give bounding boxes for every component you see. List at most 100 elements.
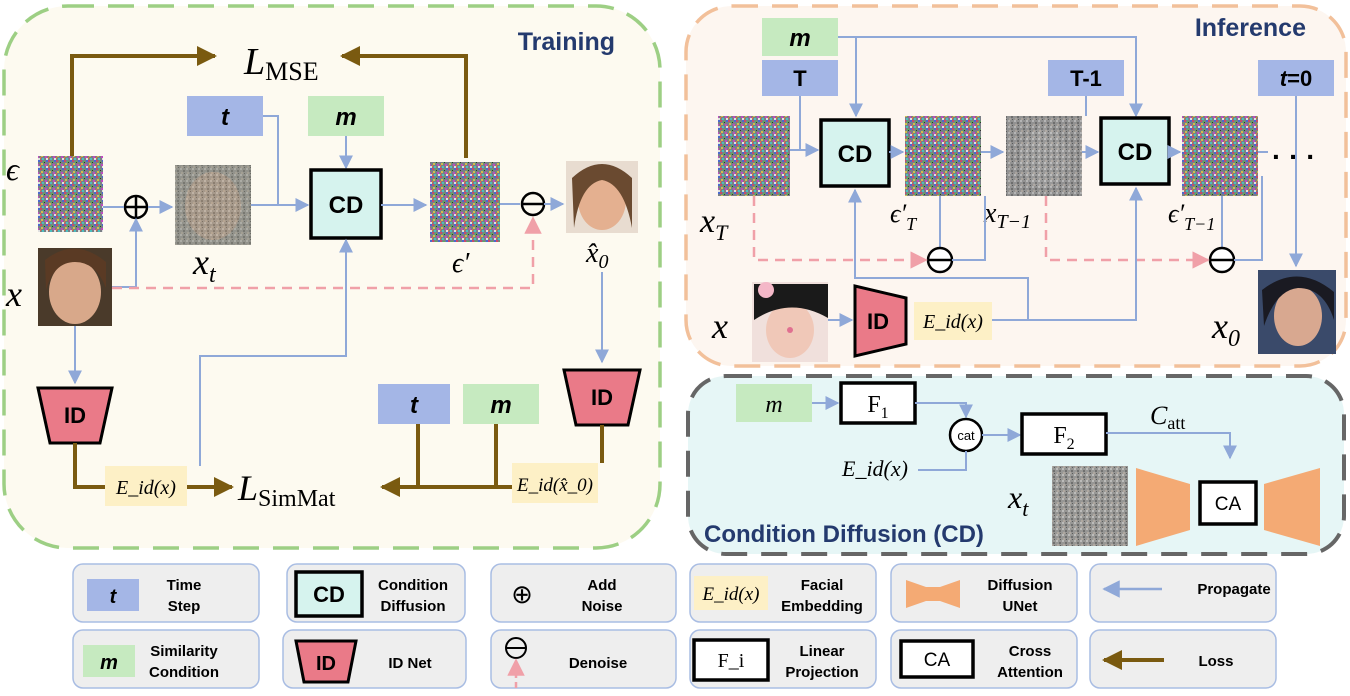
svg-text:F1: F1 (867, 392, 888, 422)
svg-text:E_id(x): E_id(x) (922, 311, 983, 333)
m-box-inference (762, 18, 838, 56)
t0-label: t=0 (1280, 66, 1312, 91)
svg-text:CD: CD (329, 192, 364, 219)
eid-x-box-training (105, 466, 187, 506)
svg-text:T: T (793, 66, 807, 91)
noise-image-epsT (905, 116, 981, 196)
noisy-face-xt (175, 165, 251, 245)
face-image-x0 (1258, 270, 1336, 354)
svg-text:F_i: F_i (718, 650, 745, 672)
svg-text:ID: ID (316, 653, 336, 675)
svg-text:Denoise: Denoise (569, 655, 627, 672)
inference-panel: Inference m T xT CD ϵ′T xT−1 T-1 CD ϵ′T (684, 4, 1348, 368)
svg-text:UNet: UNet (1002, 598, 1037, 615)
t-box (187, 96, 263, 136)
x0-hat-label: x̂0 (585, 238, 608, 273)
svg-text:F2: F2 (1053, 423, 1074, 453)
svg-text:t: t (410, 392, 419, 419)
svg-text:Condition: Condition (378, 577, 448, 594)
face-image-x-inference (752, 282, 828, 362)
svg-text:T-1: T-1 (1070, 66, 1102, 91)
svg-text:Step: Step (168, 598, 201, 615)
m-box-2 (463, 384, 539, 424)
svg-text:Attention: Attention (997, 664, 1063, 681)
svg-text:Diffusion: Diffusion (988, 577, 1053, 594)
epsT1-label: ϵ′T−1 (1168, 199, 1215, 234)
xT-label: xT (699, 203, 729, 245)
legend-linear-projection: F_i Linear Projection (689, 629, 877, 689)
svg-text:cat: cat (957, 428, 975, 443)
svg-text:m: m (335, 104, 356, 131)
svg-text:t: t (110, 586, 118, 608)
eps-prime-label: ϵ′ (452, 248, 470, 279)
x0-label: x0 (1211, 306, 1240, 352)
legend-loss: Loss (1089, 629, 1277, 689)
training-panel: Training LMSE ϵ x xt t (2, 4, 662, 550)
cd-module-title: Condition Diffusion (CD) (704, 521, 984, 548)
svg-text:m: m (490, 392, 511, 419)
ca-box (1198, 480, 1258, 526)
svg-text:Facial: Facial (801, 577, 844, 594)
legend-add-noise: ⊕ Add Noise (490, 563, 677, 623)
f1-box (839, 381, 917, 425)
legend-propagate: Propagate (1089, 563, 1277, 623)
svg-text:Diffusion: Diffusion (381, 598, 446, 615)
xt-label: xt (192, 242, 217, 288)
loss-mse: LMSE (243, 41, 319, 86)
T-box (762, 60, 838, 96)
ellipsis: · · · (1272, 141, 1316, 172)
id-net-inference (853, 284, 908, 358)
svg-text:Projection: Projection (785, 664, 858, 681)
cd-box-inference-1 (819, 118, 891, 188)
svg-text:Propagate: Propagate (1197, 581, 1270, 598)
svg-text:ID: ID (867, 309, 889, 334)
legend-id-net: ID ID Net (282, 629, 467, 689)
diffusion-unet: CA (1136, 468, 1320, 546)
noisy-face-xT1 (1006, 116, 1082, 196)
T1-box (1048, 60, 1124, 96)
eid-x-cd: E_id(x) (841, 456, 908, 481)
svg-text:Similarity: Similarity (150, 643, 218, 660)
legend-facial-embedding: E_id(x) Facial Embedding (689, 563, 877, 623)
svg-text:Cross: Cross (1009, 643, 1052, 660)
svg-text:⊕: ⊕ (511, 579, 533, 609)
svg-text:CA: CA (1215, 494, 1242, 515)
cd-module-panel: m F1 cat E_id(x) F2 Catt xt CA Condition… (686, 374, 1346, 556)
x-label: x (5, 274, 22, 314)
svg-text:t: t (221, 104, 230, 131)
svg-text:m: m (100, 652, 118, 674)
legend: t Time Step CD Condition Diffusion ⊕ Add… (72, 563, 1277, 689)
svg-text:m: m (765, 392, 782, 418)
svg-text:CD: CD (838, 141, 873, 168)
epsT-label: ϵ′T (890, 199, 918, 234)
eid-x-box-inference (914, 302, 992, 340)
t-box-2 (378, 384, 450, 424)
cd-box-inference-2 (1099, 116, 1171, 186)
xT1-label: xT−1 (983, 198, 1031, 233)
svg-text:CD: CD (313, 582, 345, 607)
noise-image-epsT1 (1182, 116, 1258, 196)
noisy-image-xt-cd (1052, 466, 1128, 546)
m-box-cd (736, 384, 812, 422)
legend-cross-attention: CA Cross Attention (890, 629, 1078, 689)
noise-image-eps-prime (430, 162, 500, 242)
x-label-inference: x (711, 306, 728, 346)
svg-text:ID: ID (64, 403, 86, 428)
cd-box-training (309, 168, 383, 240)
m-box (308, 96, 384, 136)
legend-time-step: t Time Step (72, 563, 260, 623)
loss-simmat: LSimMat (237, 468, 336, 512)
face-image-x (38, 248, 112, 326)
noise-image-epsilon (38, 156, 103, 232)
svg-text:ID: ID (591, 385, 613, 410)
svg-text:E_id(x): E_id(x) (702, 584, 760, 605)
svg-text:CD: CD (1118, 139, 1153, 166)
epsilon-label: ϵ (6, 151, 20, 187)
legend-diffusion-unet: Diffusion UNet (890, 563, 1078, 623)
id-net-right (562, 368, 642, 427)
xt-label-cd: xt (1007, 479, 1029, 521)
legend-denoise: Denoise (490, 629, 677, 689)
eid-x0-box (512, 463, 598, 503)
svg-text:Condition: Condition (149, 664, 219, 681)
